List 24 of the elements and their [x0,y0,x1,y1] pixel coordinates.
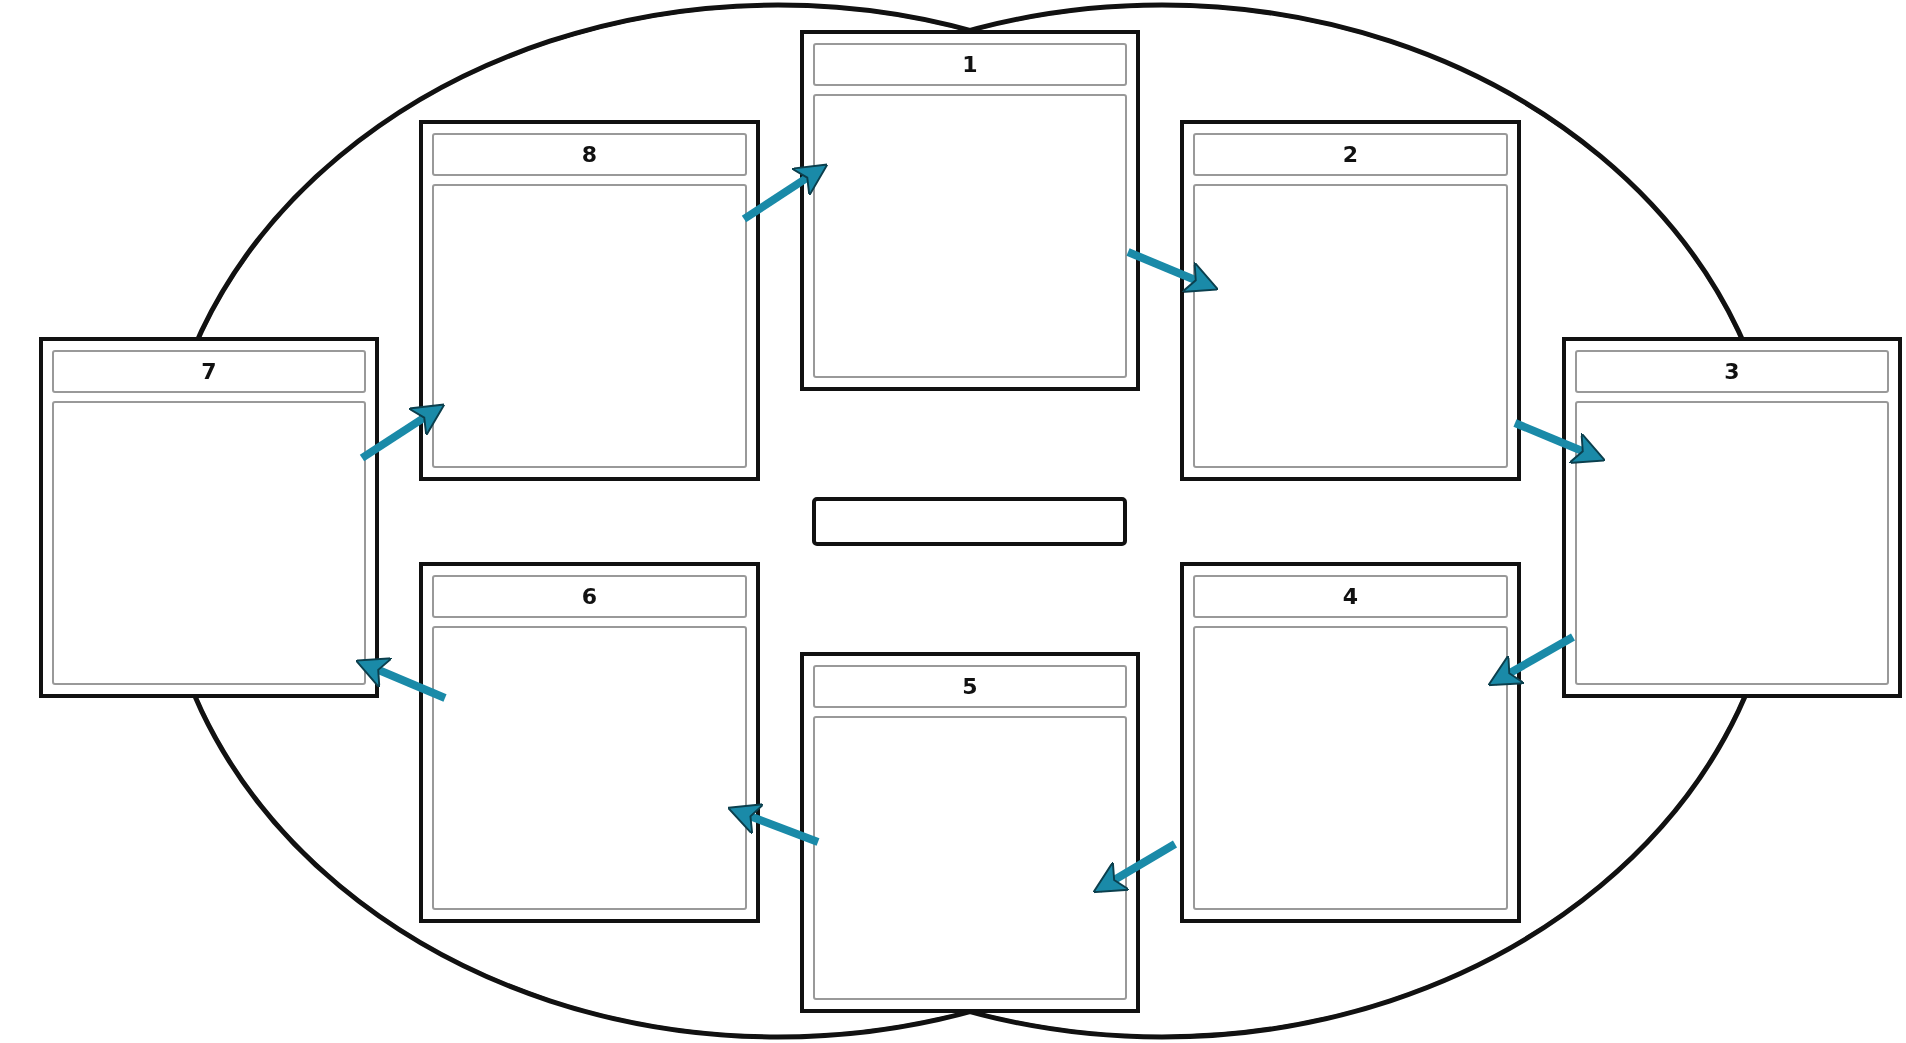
arrow [1487,633,1575,687]
storyboard-panel [800,30,1140,391]
arrow [1092,840,1178,894]
arrow [1126,248,1219,293]
panel-number: 1 [962,52,978,77]
empty-box [812,497,1127,546]
storyboard-panel [800,652,1140,1013]
panel-number: 4 [1342,584,1359,609]
arrow [359,403,446,462]
panel-number: 2 [1342,142,1359,167]
storyboard-panel [1180,120,1521,481]
arrow [741,163,829,223]
panel-number: 8 [581,142,598,167]
panel-number: 3 [1724,359,1740,384]
arrow [1513,419,1606,464]
storyboard-panel [1180,562,1521,923]
panel-number: 7 [201,359,217,384]
arrow [727,803,820,846]
storyboard-panel [1562,337,1902,698]
panel-number: 5 [962,674,978,699]
storyboard-panel [39,337,379,698]
storyboard-panel [419,120,760,481]
panel-number: 6 [581,584,598,609]
storyboard-panel [419,562,760,923]
